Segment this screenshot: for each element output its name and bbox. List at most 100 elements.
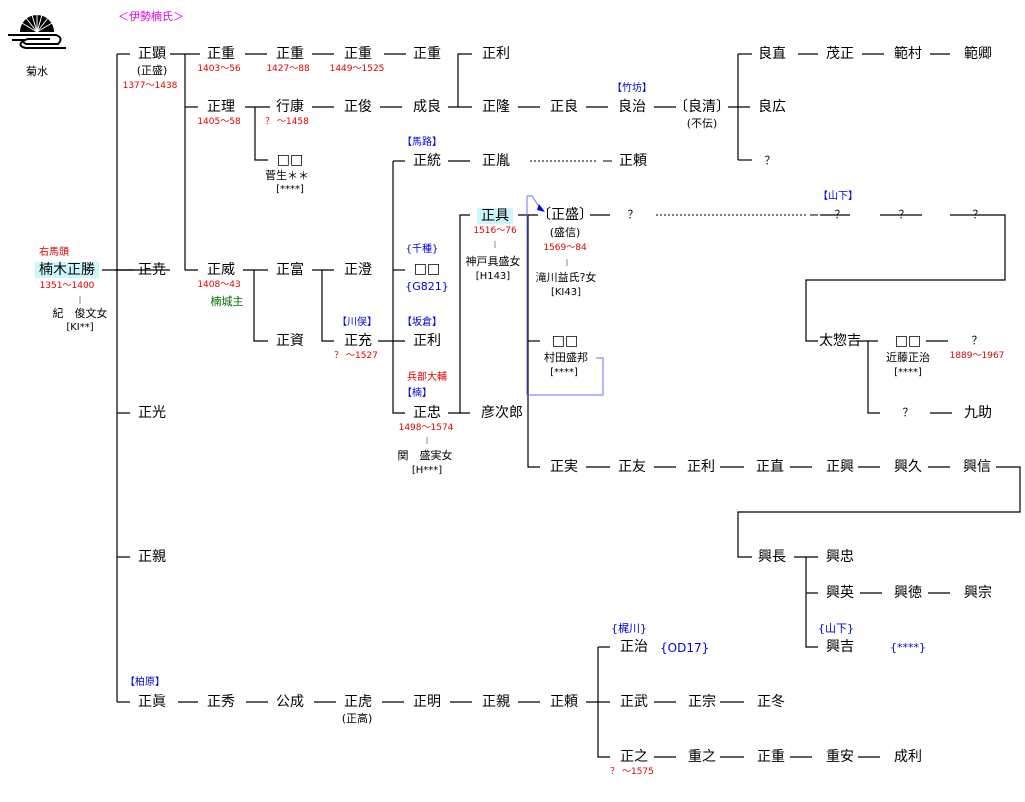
person-shigemasa[interactable]: 茂正 <box>826 46 854 62</box>
person-masatoshi2[interactable]: 正利 <box>687 459 715 475</box>
person-unknown-tasokichi-child[interactable]: ？ <box>902 406 914 419</box>
person-okimune[interactable]: 興宗 <box>964 585 992 601</box>
person-hikojiro[interactable]: 彦次郎 <box>481 405 523 421</box>
person-okinobu[interactable]: 興信 <box>963 459 991 475</box>
person-shige4[interactable]: 正重 <box>413 46 441 62</box>
code-masaharu: {OD17} <box>660 641 710 655</box>
person-shigeyasu[interactable]: 重安 <box>826 749 854 765</box>
person-yoshihiro[interactable]: 良広 <box>758 99 786 115</box>
adoption-bracket <box>526 196 604 396</box>
spouse-code-masatada: [H***] <box>411 465 443 476</box>
tag-chikusa: {千種} <box>405 244 439 255</box>
person-masaoki[interactable]: 正興 <box>826 459 854 475</box>
tag-mamichi: 【馬路】 <box>402 137 442 148</box>
person-murata[interactable]: □□ <box>551 333 579 349</box>
person-masataka2[interactable]: 正隆 <box>482 99 510 115</box>
person-masasane[interactable]: 正眞 <box>138 694 166 710</box>
person-masahide[interactable]: 正秀 <box>207 694 235 710</box>
dates-yukiyasu: ？ ～1458 <box>265 117 309 127</box>
person-shige2[interactable]: 正重 <box>276 46 304 62</box>
person-yamashita-1[interactable]: ？ <box>834 208 846 221</box>
person-kondo-child[interactable]: ？ <box>971 334 983 347</box>
person-root[interactable]: 楠木正勝 <box>35 262 99 278</box>
person-chikusa[interactable]: □□ <box>413 261 441 277</box>
person-masazane[interactable]: 正実 <box>550 459 578 475</box>
person-sakakura-masatoshi[interactable]: 正利 <box>413 333 441 349</box>
person-masamitsu2[interactable]: 正充 <box>344 333 372 349</box>
person-masamune[interactable]: 正統 <box>413 153 441 169</box>
person-kondo[interactable]: □□ <box>894 333 922 349</box>
person-masashige[interactable]: 正重 <box>757 749 785 765</box>
person-kiminari[interactable]: 公成 <box>276 694 304 710</box>
spouse-masatada: 関 盛実女 <box>397 449 453 462</box>
clan-title: ＜伊勢楠氏＞ <box>118 10 184 23</box>
person-unknown-yoshikiyo-child[interactable]: ？ <box>764 154 776 167</box>
person-masaharu[interactable]: 正治 <box>620 639 648 655</box>
alias-masaaki: (正盛) <box>136 64 168 77</box>
person-masayori[interactable]: 正頼 <box>619 153 647 169</box>
person-tasokichi[interactable]: 太惣吉 <box>819 333 861 349</box>
note-yoshikiyo: (不伝) <box>686 117 718 130</box>
code-sugou: [****] <box>276 184 304 195</box>
person-masamitsu[interactable]: 正光 <box>138 405 166 421</box>
person-masatomo2[interactable]: 正友 <box>618 459 646 475</box>
person-shige1[interactable]: 正重 <box>207 46 235 62</box>
person-yamashita-2[interactable]: ？ <box>898 208 910 221</box>
person-okihide[interactable]: 興英 <box>826 585 854 601</box>
person-masayuki[interactable]: 正之 <box>620 749 648 765</box>
person-toshi[interactable]: 正利 <box>482 46 510 62</box>
person-shige3[interactable]: 正重 <box>344 46 372 62</box>
person-norimura[interactable]: 範村 <box>894 46 922 62</box>
person-yukiyasu[interactable]: 行康 <box>276 99 304 115</box>
person-okinaga[interactable]: 興長 <box>758 549 786 565</box>
person-sugou[interactable]: □□ <box>276 152 304 168</box>
person-masafuyu[interactable]: 正冬 <box>757 694 785 710</box>
person-masaaki2[interactable]: 正明 <box>413 694 441 710</box>
person-masatake[interactable]: 正威 <box>207 262 235 278</box>
person-masaaki[interactable]: 正顕 <box>138 46 166 62</box>
person-masachika[interactable]: 正親 <box>138 549 166 565</box>
person-okitada[interactable]: 興忠 <box>826 549 854 565</box>
sub-kondo: 近藤正治 <box>886 351 930 364</box>
person-masatoshi[interactable]: 正俊 <box>344 99 372 115</box>
person-okihisa[interactable]: 興久 <box>894 459 922 475</box>
person-masamune2[interactable]: 正宗 <box>688 694 716 710</box>
person-masachika2[interactable]: 正親 <box>482 694 510 710</box>
person-masatake2[interactable]: 正武 <box>620 694 648 710</box>
person-yoshinao[interactable]: 良直 <box>758 46 786 62</box>
person-naritoshi[interactable]: 成利 <box>894 749 922 765</box>
person-kyusuke[interactable]: 九助 <box>964 405 992 421</box>
person-masanao[interactable]: 正直 <box>756 459 784 475</box>
person-nariyoshi[interactable]: 成良 <box>413 99 441 115</box>
code-murata: [****] <box>550 367 578 378</box>
person-masamichi[interactable]: 正理 <box>207 99 235 115</box>
person-shigeyuki[interactable]: 重之 <box>688 749 716 765</box>
root-spouse-code: [KI**] <box>66 322 94 333</box>
person-masatada[interactable]: 正忠 <box>413 405 441 421</box>
person-yamashita-3[interactable]: ？ <box>972 208 984 221</box>
person-masasuke[interactable]: 正資 <box>276 333 304 349</box>
dates-shige3: 1449～1525 <box>329 64 385 74</box>
person-masatora[interactable]: 正虎 <box>344 694 372 710</box>
person-noriaki[interactable]: 範卿 <box>964 46 992 62</box>
tag-takebo: 【竹坊】 <box>612 83 652 94</box>
tag-kusunoki: 【楠】 <box>402 388 432 399</box>
person-unknown-masamori-child[interactable]: ？ <box>627 208 639 221</box>
person-masasumi[interactable]: 正澄 <box>344 262 372 278</box>
person-yoshikiyo[interactable]: 〔良清〕 <box>674 99 730 115</box>
tag-kawamata: 【川俣】 <box>337 317 377 328</box>
person-masamori[interactable]: 〔正盛〕 <box>537 207 593 223</box>
person-masataka[interactable]: 正尭 <box>138 262 166 278</box>
person-masayori2[interactable]: 正頼 <box>550 694 578 710</box>
dates-masamori: 1569～84 <box>543 243 587 253</box>
person-masatomi[interactable]: 正富 <box>276 262 304 278</box>
person-masayoshi[interactable]: 正良 <box>550 99 578 115</box>
person-masatane[interactable]: 正胤 <box>482 153 510 169</box>
dates-masatomo: 1516～76 <box>473 226 517 236</box>
person-okinori[interactable]: 興徳 <box>894 585 922 601</box>
person-masatomo[interactable]: 正具 <box>477 208 513 224</box>
kikusui-crest-icon <box>8 14 66 49</box>
person-yoshiharu[interactable]: 良治 <box>618 99 646 115</box>
person-okiyoshi[interactable]: 興吉 <box>826 639 854 655</box>
